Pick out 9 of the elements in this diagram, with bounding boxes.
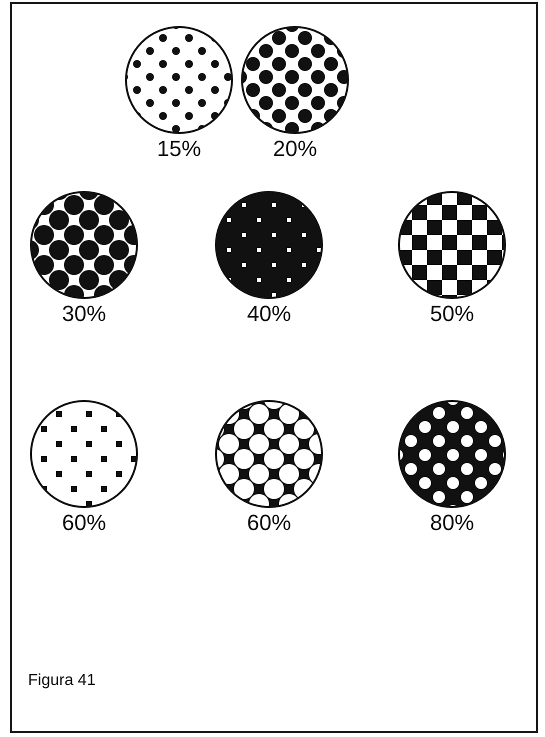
- figure-caption: Figura 41: [28, 672, 96, 690]
- percent-label: 30%: [60, 301, 108, 327]
- percent-label: 60%: [60, 510, 108, 536]
- percent-label: 15%: [156, 136, 202, 162]
- percent-label: 60%: [246, 510, 292, 536]
- percent-label: 50%: [428, 301, 476, 327]
- percent-label: 80%: [428, 510, 476, 536]
- percent-label: 20%: [272, 136, 318, 162]
- percent-label: 40%: [246, 301, 292, 327]
